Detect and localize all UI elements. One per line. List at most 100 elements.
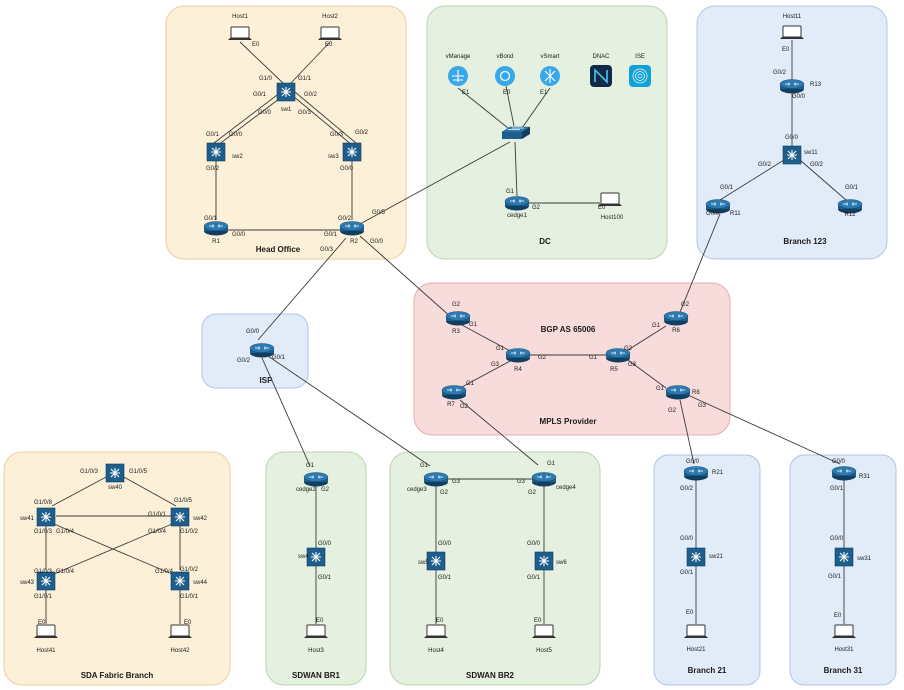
links — [45, 40, 847, 624]
r5-node[interactable]: R5 — [605, 348, 631, 374]
host3-node[interactable]: Host3 — [303, 624, 329, 654]
r3-label: R3 — [452, 329, 460, 335]
zone-head-office: Head Office — [165, 5, 407, 260]
router-icon — [665, 385, 691, 400]
sw2-node[interactable]: sw2 — [206, 142, 243, 162]
if-cedge4-g3: G3 — [517, 479, 526, 485]
host11-node[interactable]: Host11 — [779, 14, 805, 40]
ise-node[interactable]: ISE — [629, 54, 651, 87]
multilayer-switch-icon — [170, 507, 190, 527]
host100-node[interactable]: Host100 — [597, 192, 624, 221]
host1-label: Host1 — [232, 14, 248, 20]
if-r21-g00: G0/0 — [686, 459, 700, 465]
laptop-icon — [779, 25, 805, 40]
sw44-node[interactable]: sw44 — [170, 571, 208, 591]
sw40-node[interactable]: sw40 — [105, 463, 125, 491]
r11-node[interactable]: R11 — [705, 199, 741, 218]
r8-label: R8 — [692, 390, 700, 396]
if-cedge1-g1: G1 — [506, 189, 515, 195]
link-host1-sw1 — [239, 41, 285, 85]
zone-branch31: Branch 31 — [789, 454, 897, 686]
link-sw42-sw43 — [53, 523, 173, 575]
host41-node[interactable]: Host41 — [33, 624, 59, 654]
if-sw44-g102: G1/0/2 — [180, 567, 199, 573]
multilayer-switch-icon — [534, 551, 554, 571]
sw21-node[interactable]: sw21 — [686, 547, 724, 567]
if-sw1-g00: G0/0 — [258, 110, 272, 116]
r12-node[interactable]: R12 — [837, 199, 863, 219]
r13-node[interactable]: R13 — [779, 79, 822, 94]
link-vmanage-dcswitch — [457, 87, 509, 129]
host21-node[interactable]: Host21 — [683, 624, 709, 653]
link-r11-r6 — [679, 213, 721, 313]
router-icon — [779, 79, 805, 94]
link-sw1-sw3-a — [294, 91, 357, 144]
vmanage-node[interactable]: vManage — [446, 54, 471, 86]
if-sw1-g10: G1/0 — [259, 76, 273, 82]
cedge4-node[interactable]: cedge4 — [531, 472, 576, 492]
r7-node[interactable]: R7 — [441, 385, 467, 409]
r4-node[interactable]: R4 — [505, 348, 531, 374]
r21-node[interactable]: R21 — [683, 466, 724, 481]
r6-node[interactable]: R6 — [663, 311, 689, 335]
if-r11-g01: G0/1 — [720, 185, 734, 191]
devices: Host1 Host2 sw1 sw2 sw3 R1 R2 vManage vB… — [20, 14, 872, 654]
if-r21-g02: G0/2 — [680, 486, 694, 492]
dnac-node[interactable]: DNAC — [590, 54, 612, 87]
if-r2-g03: G0/3 — [320, 247, 334, 253]
if-sw1-g02: G0/2 — [304, 92, 318, 98]
if-sw41-g104: G1/0/4 — [56, 529, 75, 535]
if-sw6-g00: G0/0 — [527, 541, 541, 547]
r2-node[interactable]: R2 — [339, 221, 365, 246]
sw42-label: sw42 — [193, 516, 208, 522]
r31-node[interactable]: R31 — [831, 466, 871, 481]
isp-router-node[interactable] — [249, 343, 275, 358]
host5-label: Host5 — [536, 648, 552, 654]
link-isp-cedge3 — [267, 355, 431, 467]
if-r6-g1: G1 — [652, 323, 661, 329]
multilayer-switch-icon — [206, 142, 226, 162]
sw3-label: sw3 — [328, 154, 339, 160]
if-r7-g2: G2 — [460, 404, 469, 410]
sw4-node[interactable]: sw4 — [298, 547, 326, 567]
cedge1-node[interactable]: cedge1 — [504, 196, 530, 220]
r1-node[interactable]: R1 — [203, 221, 229, 246]
router-icon — [504, 196, 530, 211]
sw43-node[interactable]: sw43 — [20, 571, 56, 591]
vsmart-node[interactable]: vSmart — [540, 54, 560, 86]
router-icon — [505, 348, 531, 363]
multilayer-switch-icon — [686, 547, 706, 567]
cedge3-node[interactable]: cedge3 — [407, 472, 449, 494]
r3-node[interactable]: R3 — [445, 311, 471, 336]
sw5-node[interactable]: sw5 — [418, 551, 446, 571]
host31-node[interactable]: Host31 — [831, 624, 857, 653]
link-r2-r3 — [359, 235, 453, 319]
sw41-node[interactable]: sw41 — [20, 507, 56, 527]
host5-node[interactable]: Host5 — [531, 624, 557, 654]
multilayer-switch-icon — [342, 142, 362, 162]
r8-node[interactable]: R8 — [665, 385, 700, 400]
sw31-node[interactable]: sw31 — [834, 547, 872, 567]
sw6-node[interactable]: sw6 — [534, 551, 567, 571]
if-r4-g1: G1 — [496, 346, 505, 352]
host1-node[interactable]: Host1 — [227, 14, 253, 41]
sw11-node[interactable]: sw11 — [782, 145, 818, 165]
if-host100-e0: E0 — [598, 205, 606, 211]
vbond-node[interactable]: vBond — [495, 54, 515, 86]
sw5-label: sw5 — [418, 560, 429, 566]
cedge2-node[interactable]: cedge2 — [296, 472, 329, 494]
host4-node[interactable]: Host4 — [423, 624, 449, 654]
sw40-label: sw40 — [108, 485, 123, 491]
host2-node[interactable]: Host2 — [317, 14, 343, 41]
if-sw40-g103: G1/0/3 — [80, 469, 99, 475]
sw42-node[interactable]: sw42 — [170, 507, 208, 527]
sw1-node[interactable]: sw1 — [276, 82, 296, 113]
r1-label: R1 — [212, 239, 220, 245]
if-cedge4-g1: G1 — [547, 461, 556, 467]
if-r13-g00: G0/0 — [792, 94, 806, 100]
sw44-label: sw44 — [193, 580, 208, 586]
sw3-node[interactable]: sw3 — [328, 142, 362, 162]
host42-node[interactable]: Host42 — [167, 624, 193, 654]
link-r5-r8 — [627, 359, 667, 389]
